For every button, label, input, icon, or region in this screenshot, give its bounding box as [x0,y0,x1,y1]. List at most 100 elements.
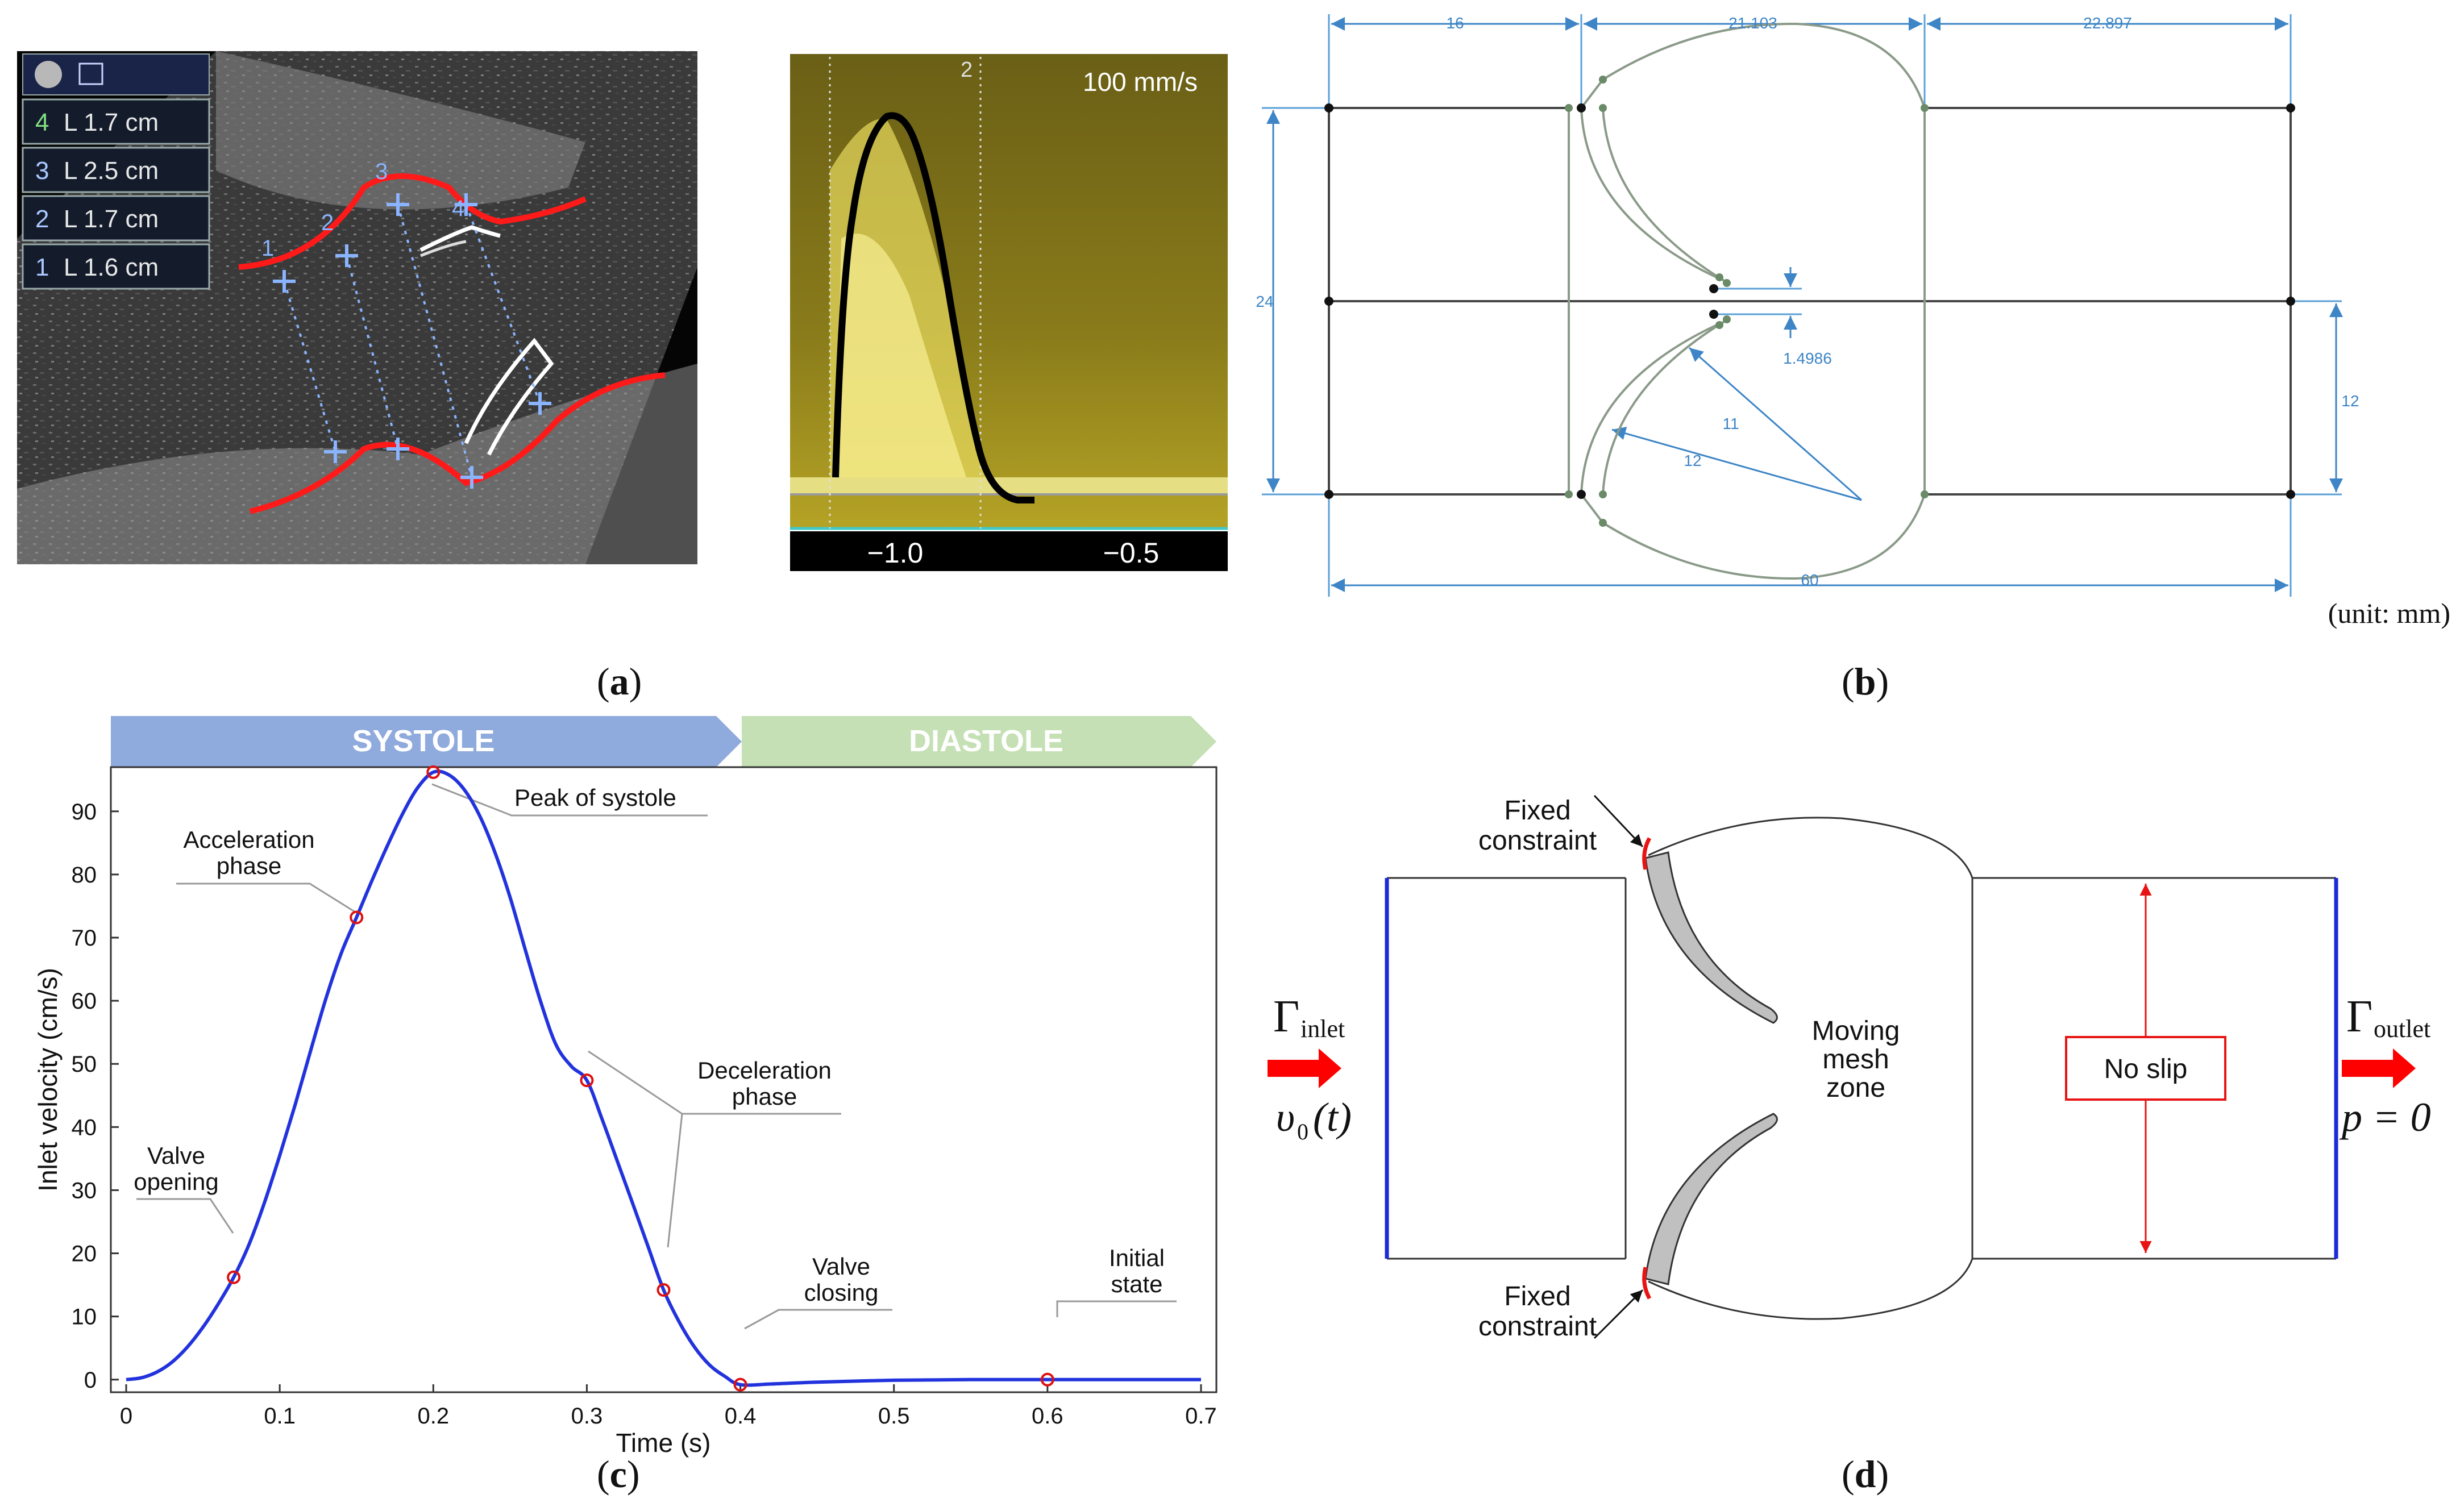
inlet-v-sub: 0 [1297,1119,1308,1144]
diastole-arrow [742,716,1216,767]
us-marker-2: 2 [321,210,334,235]
measurement-text-3: L 2.5 cm [64,157,159,185]
gamma-outlet: Γ [2346,992,2372,1042]
fixed-bot-2: constraint [1478,1312,1597,1342]
dim-22-897: 22.897 [2083,14,2132,32]
moving-3: zone [1826,1073,1885,1103]
grid-icon [78,63,103,85]
no-slip-box [2065,1036,2226,1101]
annotation-leaders [136,783,1177,1330]
series-line [126,769,1201,1387]
moving-1: Moving [1812,1016,1900,1046]
x-tick-label: 0.1 [264,1404,296,1429]
no-slip-label: No slip [2104,1054,2188,1084]
x-tick-label: 0 [120,1404,132,1429]
x-axis-label: Time (s) [616,1428,711,1458]
diastole-label: DIASTOLE [909,724,1063,758]
dim-24: 24 [1256,293,1273,310]
fixed-top-2: constraint [1478,826,1597,856]
us-marker-3: 3 [375,159,388,184]
panel-b: 16 21.103 22.897 24 1.4986 11 12 12 60 (… [1228,0,2464,716]
doppler-image: 100 mm/s 2 −1.0 −0.5 [790,54,1228,571]
dim-12-radius: 12 [1684,452,1701,469]
panel-a-figure: 1 2 3 4 4 L 1.7 cm 3 L 2.5 cm 2 [17,51,1228,571]
fixed-bot-1: Fixed [1504,1281,1570,1312]
annot-vopen-2: opening [134,1168,218,1195]
us-marker-1: 1 [261,236,274,261]
fixed-top-1: Fixed [1504,796,1570,826]
outlet-arrow [2342,1048,2416,1088]
annot-vclose-1: Valve [812,1253,870,1280]
measurement-list: 4 L 1.7 cm 3 L 2.5 cm 2 L 1.7 cm 1 L 1.6… [22,98,210,290]
moving-2: mesh [1822,1044,1889,1075]
y-tick-label: 20 [72,1242,97,1267]
inlet-sub: inlet [1300,1015,1345,1043]
inlet-v: υ [1276,1094,1295,1140]
y-axis-label: Inlet velocity (cm/s) [33,968,63,1192]
us-marker-4: 4 [452,196,464,221]
dim-60: 60 [1801,571,1818,589]
data-marker [350,910,364,925]
inlet-arrow [1268,1048,1341,1088]
outlet-p: p = 0 [2339,1094,2431,1140]
x-tick-label: 0.7 [1185,1404,1217,1429]
panel-a: 1 2 3 4 4 L 1.7 cm 3 L 2.5 cm 2 [0,0,1228,716]
data-marker [733,1377,747,1392]
measurement-text-4: L 1.7 cm [64,109,159,136]
annot-init-2: state [1111,1271,1162,1297]
domain-geometry [1268,794,2416,1339]
series-markers [227,765,1054,1392]
data-marker [426,765,441,779]
annot-decel-1: Deceleration [697,1057,832,1084]
dim-12-right: 12 [2341,392,2359,410]
annot-vclose-2: closing [804,1279,879,1306]
caption-b: (b) [1842,660,1889,703]
dim-21-103: 21.103 [1728,14,1777,32]
annot-accel-1: Acceleration [183,826,314,853]
y-tick-label: 70 [72,926,97,951]
systole-label: SYSTOLE [352,724,495,758]
doppler-marker-label: 2 [961,58,973,82]
systole-arrow [111,716,742,767]
measurement-num-3: 3 [35,157,49,185]
y-tick-label: 60 [72,989,97,1014]
measurement-text-1: L 1.6 cm [64,253,159,281]
dim-1-4986: 1.4986 [1783,349,1832,367]
annotations: Peak of systole Acceleration phase Decel… [134,784,1165,1306]
dim-11: 11 [1722,415,1739,432]
x-tick-label: 0.6 [1032,1404,1063,1429]
doppler-tick-2: −0.5 [1103,537,1160,569]
gamma-inlet: Γ [1273,992,1299,1042]
y-tick-label: 80 [72,863,97,888]
annot-peak: Peak of systole [514,784,676,811]
annot-accel-2: phase [217,852,281,879]
measurement-num-4: 4 [35,109,49,136]
y-tick-label: 90 [72,800,97,825]
annot-decel-2: phase [732,1083,797,1110]
y-tick-label: 30 [72,1178,97,1203]
ultrasound-image: 1 2 3 4 4 L 1.7 cm 3 L 2.5 cm 2 [17,51,697,564]
record-circle-icon [35,61,62,88]
measurement-text-2: L 1.7 cm [64,205,159,233]
panel-b-drawing: 16 21.103 22.897 24 1.4986 11 12 12 60 [1256,14,2359,597]
data-marker [580,1073,594,1088]
y-tick-label: 10 [72,1305,97,1330]
cad-geometry: 16 21.103 22.897 24 1.4986 11 12 12 60 [1256,14,2359,597]
dim-16: 16 [1446,14,1464,32]
data-marker [1040,1372,1054,1387]
y-tick-label: 0 [84,1368,97,1393]
annot-init-1: Initial [1109,1244,1165,1271]
data-marker [656,1283,671,1297]
panel-d: Fixed constraint Fixed constraint Moving… [1228,716,2464,1511]
outlet-sub: outlet [2374,1015,2430,1043]
doppler-tick-1: −1.0 [867,537,924,569]
doppler-speed-label: 100 mm/s [1083,67,1198,97]
annot-vopen-1: Valve [147,1142,205,1169]
caption-a: (a) [597,660,642,703]
inlet-t: (t) [1313,1094,1352,1140]
unit-note: (unit: mm) [2328,597,2450,629]
